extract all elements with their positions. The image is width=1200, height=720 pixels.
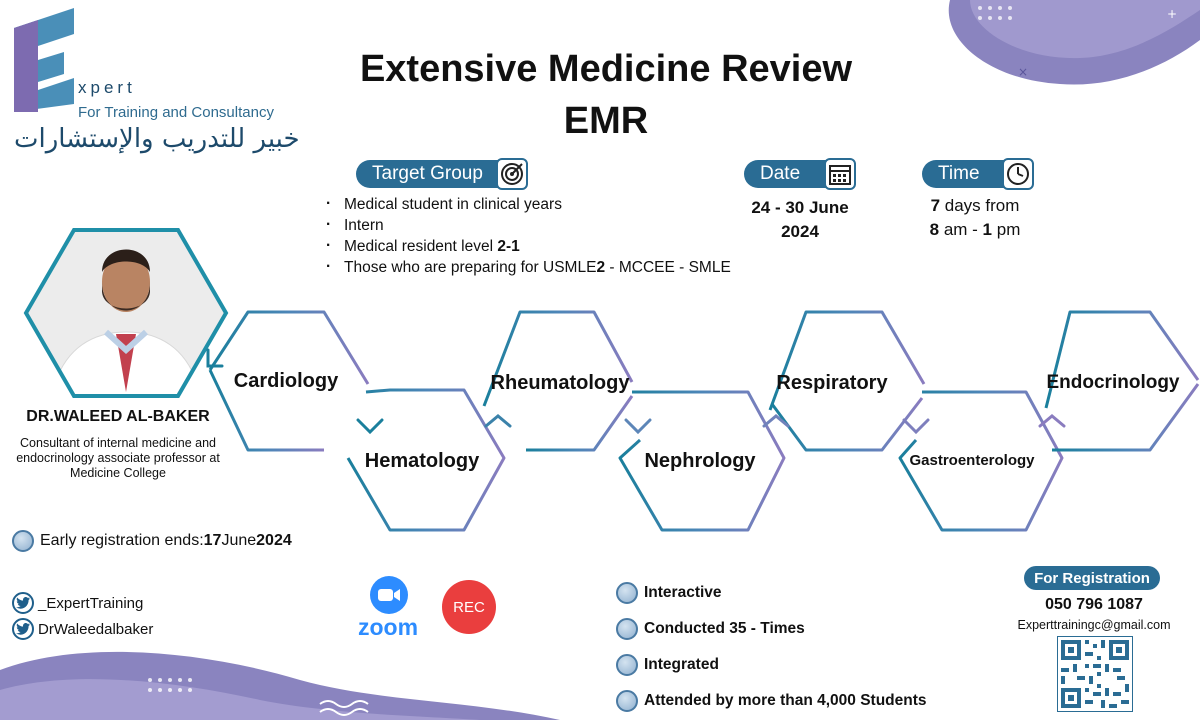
doctor-description: Consultant of internal medicine and endo… bbox=[16, 436, 220, 480]
rec-badge: REC bbox=[442, 580, 496, 634]
page-subtitle: EMR bbox=[563, 100, 649, 142]
module-respiratory: Respiratory bbox=[776, 372, 888, 394]
time-label: Time bbox=[938, 163, 980, 184]
list-item: Intern bbox=[322, 210, 731, 236]
date-label: Date bbox=[760, 163, 801, 184]
doctor-name: DR.WALEED AL-BAKER bbox=[26, 408, 210, 425]
date-heading: Date bbox=[744, 158, 856, 190]
target-group-heading: Target Group bbox=[356, 158, 528, 190]
time-range: 7 days from 8 am - 1 pm bbox=[929, 196, 1021, 239]
page-title: Extensive Medicine Review bbox=[359, 48, 853, 90]
list-item: Medical resident level 2-1 bbox=[322, 231, 731, 257]
clock-icon bbox=[1002, 158, 1034, 190]
date-range: 24 - 30 June 2024 bbox=[751, 198, 849, 241]
registration-phone[interactable]: 050 796 1087 bbox=[1045, 596, 1143, 613]
time-heading: Time bbox=[922, 158, 1034, 190]
list-item: Medical student in clinical years bbox=[322, 189, 731, 215]
feature-item: Interactive bbox=[616, 582, 722, 604]
brand-tagline: For Training and Consultancy bbox=[78, 104, 274, 121]
twitter-icon bbox=[12, 592, 34, 614]
list-item: Those who are preparing for USMLE2 - MCC… bbox=[322, 252, 731, 278]
social-handle-label: DrWaleedalbaker bbox=[38, 620, 154, 638]
social-handle[interactable]: DrWaleedalbaker bbox=[12, 618, 153, 640]
bullet-icon bbox=[12, 530, 34, 552]
doctor-photo bbox=[23, 228, 229, 398]
module-cardiology: Cardiology bbox=[233, 370, 339, 392]
modules-chain bbox=[206, 310, 1200, 532]
zoom-label: zoom bbox=[358, 614, 419, 640]
bottom-left-blob bbox=[0, 651, 560, 720]
social-handle[interactable]: _ExpertTraining bbox=[12, 592, 143, 614]
brand-arabic: خبير للتدريب والإستشارات bbox=[14, 124, 300, 154]
module-endocrinology: Endocrinology bbox=[1046, 372, 1180, 393]
module-gastroenterology: Gastroenterology bbox=[909, 452, 1035, 469]
top-right-blob: + × bbox=[948, 0, 1200, 85]
svg-text:×: × bbox=[1018, 65, 1028, 79]
registration-email[interactable]: Experttrainingc@gmail.com bbox=[1017, 618, 1171, 632]
bullet-icon bbox=[616, 582, 638, 604]
svg-text:+: + bbox=[1167, 7, 1177, 21]
bullet-icon bbox=[616, 618, 638, 640]
brand-name: xpert bbox=[78, 78, 136, 97]
target-group-list: Medical student in clinical years Intern… bbox=[322, 189, 731, 278]
module-nephrology: Nephrology bbox=[644, 450, 756, 472]
zoom-icon bbox=[370, 576, 408, 614]
feature-item: Attended by more than 4,000 Students bbox=[616, 690, 927, 712]
feature-item: Conducted 35 - Times bbox=[616, 618, 805, 640]
calendar-icon bbox=[824, 158, 856, 190]
registration-heading: For Registration bbox=[1024, 566, 1160, 590]
twitter-icon bbox=[12, 618, 34, 640]
social-handle-label: _ExpertTraining bbox=[38, 594, 144, 612]
qr-code-icon[interactable] bbox=[1057, 636, 1133, 712]
bullet-icon bbox=[616, 690, 638, 712]
early-registration: Early registration ends: 17 June 2024 bbox=[12, 530, 292, 552]
expert-logo-icon bbox=[14, 8, 74, 112]
module-hematology: Hematology bbox=[364, 450, 480, 472]
module-rheumatology: Rheumatology bbox=[490, 372, 630, 394]
bullet-icon bbox=[616, 654, 638, 676]
target-icon bbox=[496, 158, 528, 190]
target-group-label: Target Group bbox=[372, 163, 483, 184]
feature-item: Integrated bbox=[616, 654, 719, 676]
